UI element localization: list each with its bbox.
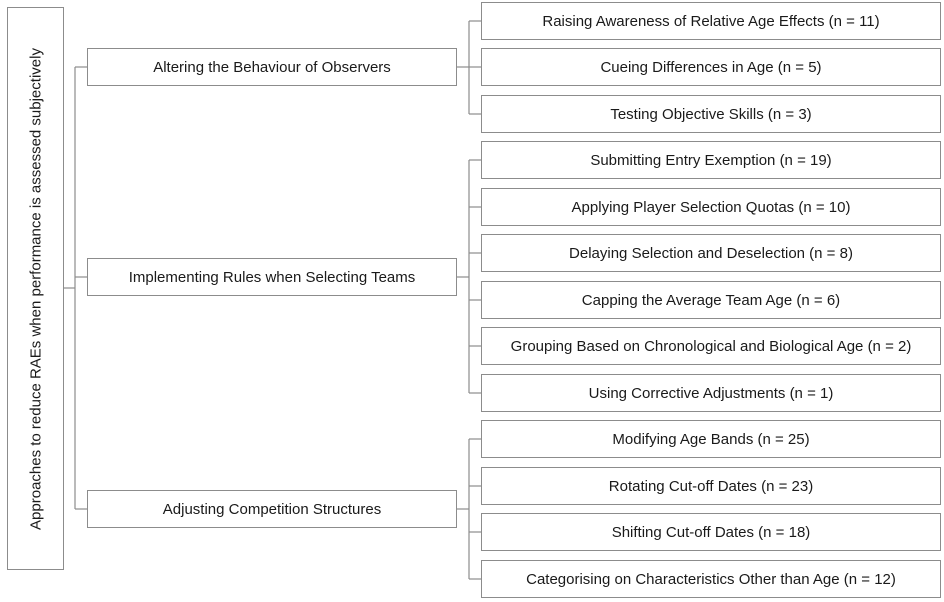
leaf-node: Capping the Average Team Age (n = 6) bbox=[481, 281, 941, 319]
leaf-node: Modifying Age Bands (n = 25) bbox=[481, 420, 941, 458]
leaf-label: Cueing Differences in Age (n = 5) bbox=[600, 58, 822, 76]
leaf-label: Grouping Based on Chronological and Biol… bbox=[510, 337, 912, 355]
leaf-node: Testing Objective Skills (n = 3) bbox=[481, 95, 941, 133]
leaf-label: Applying Player Selection Quotas (n = 10… bbox=[571, 198, 851, 216]
leaf-node: Rotating Cut-off Dates (n = 23) bbox=[481, 467, 941, 505]
leaf-label: Submitting Entry Exemption (n = 19) bbox=[590, 151, 832, 169]
category-label: Altering the Behaviour of Observers bbox=[153, 58, 391, 76]
leaf-node: Delaying Selection and Deselection (n = … bbox=[481, 234, 941, 272]
leaf-label: Shifting Cut-off Dates (n = 18) bbox=[611, 523, 811, 541]
leaf-node: Using Corrective Adjustments (n = 1) bbox=[481, 374, 941, 412]
leaf-label: Rotating Cut-off Dates (n = 23) bbox=[608, 477, 814, 495]
category-node-selecting-teams: Implementing Rules when Selecting Teams bbox=[87, 258, 457, 296]
leaf-label: Capping the Average Team Age (n = 6) bbox=[581, 291, 841, 309]
leaf-label: Categorising on Characteristics Other th… bbox=[526, 570, 896, 588]
leaf-label: Modifying Age Bands (n = 25) bbox=[612, 430, 810, 448]
root-node: Approaches to reduce RAEs when performan… bbox=[7, 7, 64, 570]
leaf-node: Shifting Cut-off Dates (n = 18) bbox=[481, 513, 941, 551]
leaf-label: Testing Objective Skills (n = 3) bbox=[610, 105, 812, 123]
leaf-node: Categorising on Characteristics Other th… bbox=[481, 560, 941, 598]
leaf-node: Cueing Differences in Age (n = 5) bbox=[481, 48, 941, 86]
category-node-competition-structures: Adjusting Competition Structures bbox=[87, 490, 457, 528]
leaf-label: Raising Awareness of Relative Age Effect… bbox=[542, 12, 880, 30]
leaf-label: Delaying Selection and Deselection (n = … bbox=[569, 244, 853, 262]
root-node-label: Approaches to reduce RAEs when performan… bbox=[27, 47, 44, 530]
leaf-node: Raising Awareness of Relative Age Effect… bbox=[481, 2, 941, 40]
category-label: Implementing Rules when Selecting Teams bbox=[128, 268, 416, 286]
leaf-node: Applying Player Selection Quotas (n = 10… bbox=[481, 188, 941, 226]
leaf-node: Grouping Based on Chronological and Biol… bbox=[481, 327, 941, 365]
leaf-node: Submitting Entry Exemption (n = 19) bbox=[481, 141, 941, 179]
category-label: Adjusting Competition Structures bbox=[162, 500, 382, 518]
leaf-label: Using Corrective Adjustments (n = 1) bbox=[588, 384, 834, 402]
category-node-observers: Altering the Behaviour of Observers bbox=[87, 48, 457, 86]
